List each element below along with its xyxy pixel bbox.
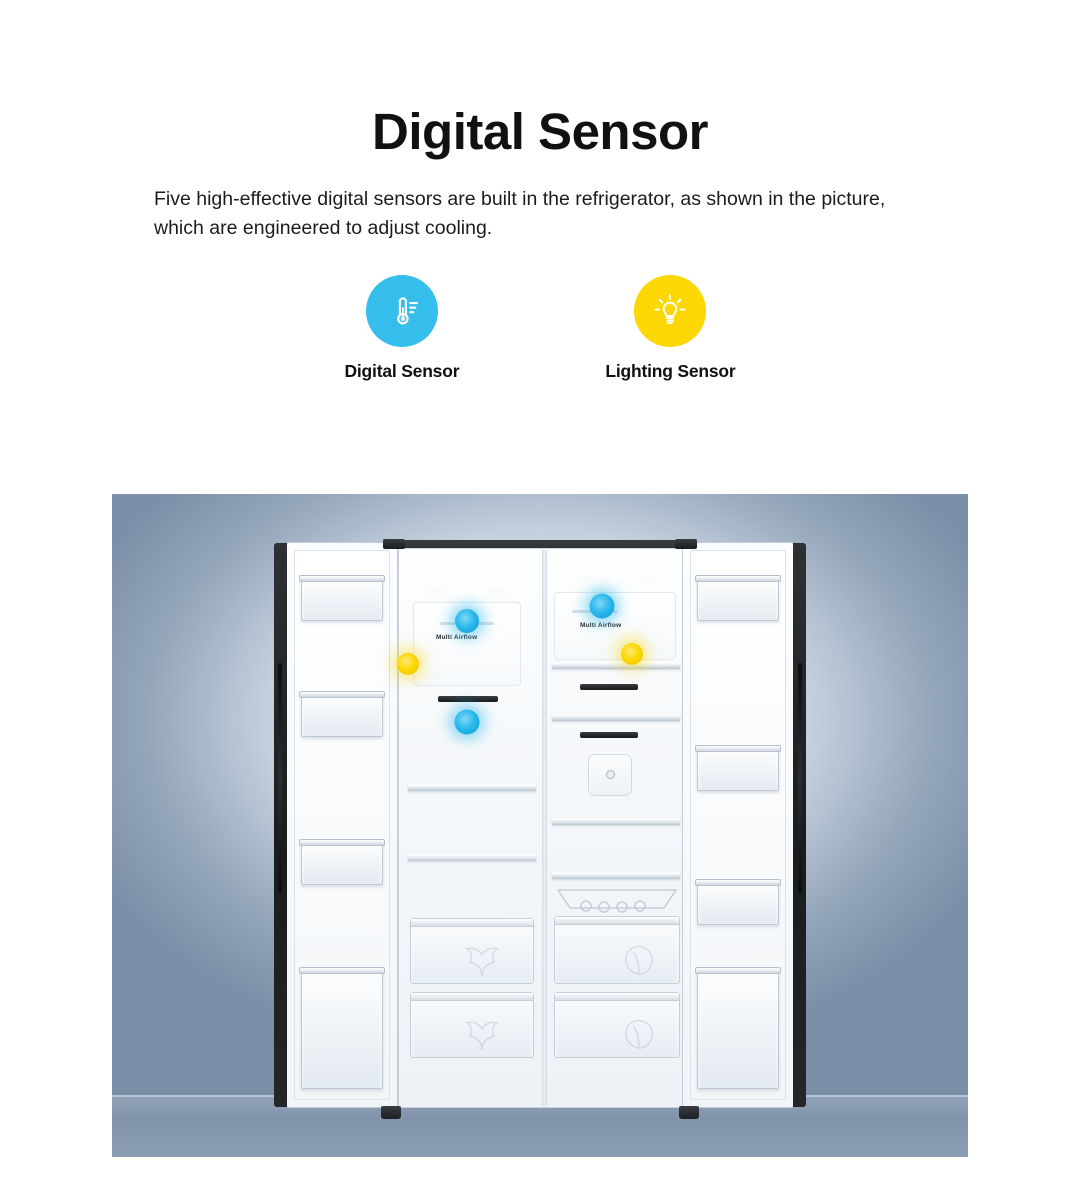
door-bin-right-2 [695,745,781,791]
shelf-right-1 [552,662,680,669]
lightbulb-icon [654,294,686,325]
refrigerator-door-left[interactable] [274,539,405,1119]
airflow-panel-right [554,592,676,660]
led-light-strip-right [576,574,654,579]
legend-item-lighting-sensor[interactable]: Lighting Sensor [605,275,736,382]
lighting-sensor-badge [634,275,707,348]
shelf-rail-right-1 [580,684,638,690]
door-left-handle[interactable] [278,663,282,893]
airflow-label-right: Multi Airflow [580,622,622,629]
vegetable-graphic-right-2 [625,1019,653,1049]
door-left-foot [381,1106,401,1119]
digital-sensor-badge [365,275,438,348]
shelf-right-4 [552,872,680,879]
thermometer-icon [397,297,418,325]
shelf-rail-left-1 [438,696,498,702]
product-image: Multi Airflow Multi Airflow [112,494,968,1157]
sensor-marker-lighting-1 [397,653,419,675]
sensor-marker-digital-2 [589,593,615,619]
page-description: Five high-effective digital sensors are … [154,187,886,239]
crisper-lip-right-2 [555,993,679,1001]
door-bin-right-4 [695,967,781,1089]
crisper-drawer-right-1 [554,916,680,984]
door-bin-left-1 [299,575,385,621]
door-right-liner [690,550,786,1100]
crisper-drawer-left-2 [410,992,534,1058]
compartment-divider [542,550,547,1106]
sensor-marker-digital-3 [454,709,480,735]
refrigerator-illustration: Multi Airflow Multi Airflow [274,536,806,1119]
wire-basket-graphic [556,889,678,913]
page-title: Digital Sensor [372,103,708,160]
crisper-lip-right-1 [555,917,679,925]
legend-item-digital-sensor[interactable]: Digital Sensor [344,275,460,382]
door-bin-right-3 [695,879,781,925]
door-right-foot [679,1106,699,1119]
shelf-right-3 [552,818,680,825]
crisper-lip-left-1 [411,919,533,927]
control-indicator-icon [605,769,615,779]
door-left-outer-edge [274,543,287,1107]
led-light-strip-left [430,588,504,593]
shelf-left-1 [408,784,536,791]
vegetable-graphic-left-2 [464,1021,500,1050]
door-left-liner [294,550,390,1100]
crisper-drawer-right-2 [554,992,680,1058]
shelf-left-2 [408,854,536,861]
crisper-lip-left-2 [411,993,533,1001]
legend-label-digital-sensor: Digital Sensor [344,361,460,382]
door-right-handle[interactable] [798,663,802,893]
sensor-marker-lighting-2 [621,643,643,665]
door-bin-left-4 [299,967,385,1089]
refrigerator-door-right[interactable] [675,539,806,1119]
shelf-rail-right-2 [580,732,638,738]
crisper-drawer-left-1 [410,918,534,984]
door-right-hinge [675,539,697,549]
legend-label-lighting-sensor: Lighting Sensor [605,361,736,382]
vegetable-graphic-right-1 [625,945,653,975]
door-bin-right-1 [695,575,781,621]
sensor-legend: Digital Sensor Lighting Sensor [0,275,1080,382]
door-bin-left-3 [299,839,385,885]
vegetable-graphic-left-1 [464,947,500,976]
shelf-right-2 [552,714,680,721]
airflow-label-left: Multi Airflow [436,634,478,641]
door-right-outer-edge [793,543,806,1107]
control-module[interactable] [588,754,632,796]
sensor-marker-digital-1 [455,609,479,633]
door-left-hinge [383,539,405,549]
door-bin-left-2 [299,691,385,737]
